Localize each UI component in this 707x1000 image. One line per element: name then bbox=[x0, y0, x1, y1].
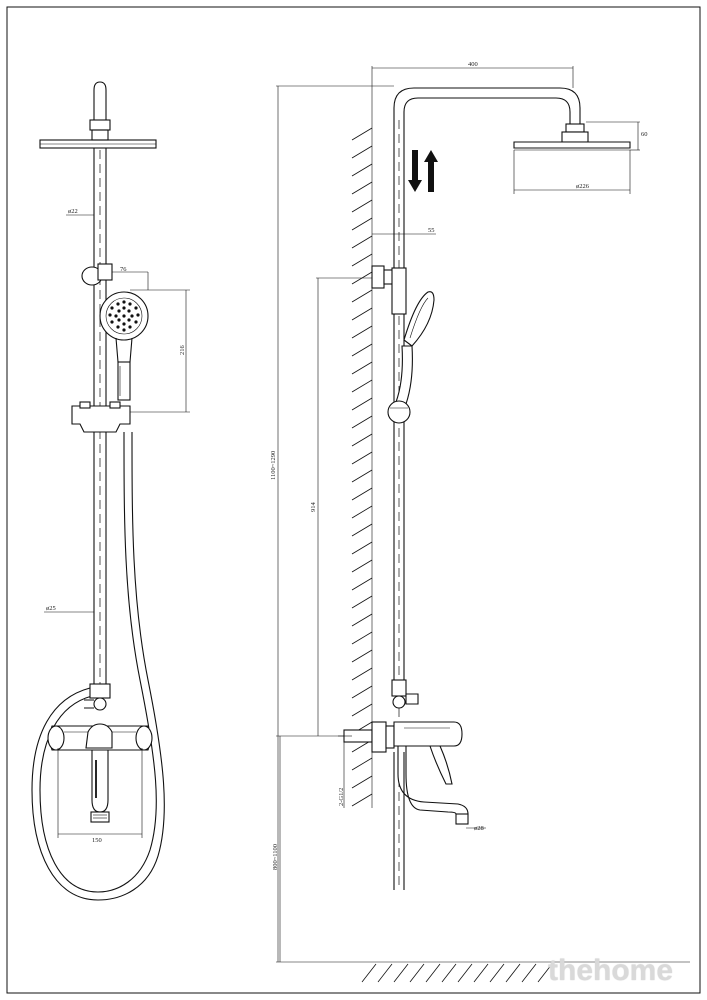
dim-front-handshower-offset: 76 bbox=[120, 266, 127, 273]
dim-side-total-height: 1100~1290 bbox=[270, 451, 277, 480]
dim-side-pipe-offset: 55 bbox=[428, 227, 435, 234]
side-view: 400 60 ø226 55 bbox=[270, 61, 690, 983]
handshower-nozzles bbox=[108, 300, 140, 332]
dim-front-mixer-width: 150 bbox=[92, 837, 102, 844]
front-view: ø22 76 216 bbox=[31, 81, 190, 901]
dim-front-handshower-length: 216 bbox=[179, 345, 186, 356]
dim-side-rail-length: 914 bbox=[310, 502, 317, 513]
sheet-border bbox=[6, 6, 701, 994]
dim-side-arm-reach: 400 bbox=[468, 61, 478, 68]
dim-side-connection-thread: 2-G1/2 bbox=[338, 788, 345, 806]
dim-side-head-diameter: ø226 bbox=[576, 183, 590, 190]
dim-front-pipe-top: ø22 bbox=[68, 208, 78, 215]
watermark-logo: thehome bbox=[548, 954, 674, 987]
wall-hatch bbox=[351, 127, 373, 808]
dim-side-head-height: 60 bbox=[641, 131, 648, 138]
dim-side-mixer-height: 800~1100 bbox=[272, 844, 279, 870]
flow-direction-arrows bbox=[408, 150, 438, 192]
floor-hatch bbox=[361, 961, 690, 983]
dim-side-spout-diameter: ø28 bbox=[474, 825, 484, 832]
dim-front-pipe-lower: ø25 bbox=[46, 605, 56, 612]
